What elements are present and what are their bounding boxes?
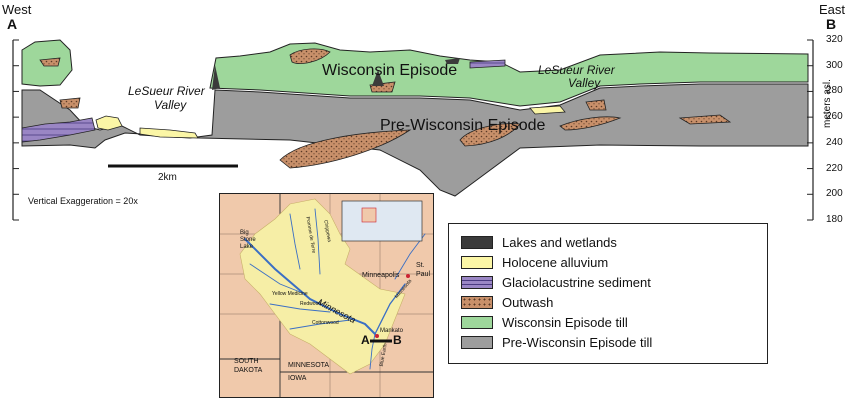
elevation-tick-label: 260 — [826, 111, 843, 123]
wetland-unit — [445, 58, 460, 64]
map-label-minneapolis: Minneapolis — [362, 272, 400, 279]
alluvium-unit — [95, 115, 123, 131]
end-a-label: A — [7, 16, 18, 32]
elevation-tick-label: 280 — [826, 85, 843, 97]
legend-label: Holocene alluvium — [502, 254, 609, 270]
alluvium-unit — [529, 105, 566, 115]
valley-label-1-line2: Valley — [154, 98, 187, 112]
river-basin — [239, 198, 406, 375]
tributary — [369, 333, 376, 370]
elevation-tick-label: 180 — [826, 214, 843, 225]
valley-label-2-line1: LeSueur River — [538, 63, 615, 77]
legend-swatch-outwash — [461, 295, 493, 309]
tributary — [249, 263, 306, 295]
exaggeration-label: Vertical Exaggeration = 20x — [28, 196, 138, 206]
glaciolacustrine-unit — [469, 59, 506, 69]
map-label-trib-3: Redwood — [300, 301, 322, 307]
outwash-lens — [39, 57, 61, 67]
elevation-tick-label: 300 — [826, 59, 843, 71]
wetland-unit — [372, 70, 384, 86]
elevation-tick-label: 320 — [826, 34, 843, 45]
outwash-lens — [678, 114, 732, 125]
wetland-unit — [212, 65, 220, 90]
legend-item: Pre-Wisconsin Episode till — [461, 333, 652, 351]
map-label-big-stone-1: Big — [240, 230, 249, 236]
legend-item: Lakes and wetlands — [461, 233, 617, 251]
locator-inset — [341, 200, 423, 242]
left-axis-ticks — [13, 39, 19, 221]
locator-mn — [361, 207, 377, 223]
legend: Lakes and wetlands Holocene alluvium Gla… — [448, 223, 768, 364]
map-label-st-paul-1: St. — [416, 262, 425, 269]
map-label-big-stone-2: Stone — [240, 237, 256, 243]
legend-item: Holocene alluvium — [461, 253, 608, 271]
mankato-dot — [375, 334, 379, 338]
wisconsin-till-unit-central — [209, 42, 809, 107]
scale-bar-label: 2km — [158, 172, 177, 183]
outwash-lens — [289, 48, 331, 64]
elevation-tick-label: 220 — [826, 162, 843, 174]
legend-swatch-lakes — [461, 235, 493, 249]
outwash-lens — [59, 97, 81, 109]
glaciolacustrine-unit — [21, 117, 96, 143]
pre-wisconsin-till-unit — [21, 83, 809, 197]
wisconsin-label: Wisconsin Episode — [322, 62, 458, 79]
legend-swatch-pre-wisconsin — [461, 335, 493, 349]
outwash-lens — [279, 129, 412, 169]
valley-label-2-line2: Valley — [568, 76, 601, 90]
east-label: East — [819, 2, 846, 17]
location-map-drawing — [220, 194, 433, 397]
legend-label: Outwash — [502, 294, 554, 310]
outwash-lens — [559, 116, 622, 131]
map-label-big-stone-3: Lake — [240, 244, 254, 250]
outwash-lens — [459, 123, 521, 147]
map-label-st-paul-2: Paul — [416, 271, 431, 278]
legend-label: Pre-Wisconsin Episode till — [502, 334, 653, 350]
map-label-mankato: Mankato — [380, 328, 404, 334]
right-axis-ticks — [807, 39, 813, 221]
legend-swatch-wisconsin — [461, 315, 493, 329]
tributary — [289, 213, 301, 270]
west-label: West — [2, 2, 32, 17]
legend-item: Glaciolacustrine sediment — [461, 273, 651, 291]
minnesota-river — [244, 238, 376, 335]
map-label-sd-2: DAKOTA — [234, 367, 263, 374]
elevation-tick-label: 200 — [826, 188, 843, 200]
map-label-ia: IOWA — [288, 375, 307, 382]
map-label-sd-1: SOUTH — [234, 358, 259, 365]
end-b-label: B — [826, 16, 837, 32]
map-label-mn: MINNESOTA — [288, 362, 330, 369]
outwash-lens — [585, 99, 607, 111]
legend-label: Glaciolacustrine sediment — [502, 274, 651, 290]
tributary — [269, 303, 331, 313]
legend-label: Lakes and wetlands — [502, 234, 617, 250]
legend-item: Wisconsin Episode till — [461, 313, 628, 331]
legend-item: Outwash — [461, 293, 553, 311]
map-label-trib-6: Yellow Medicine — [272, 291, 308, 297]
elevation-tick-label: 240 — [826, 136, 843, 148]
location-map: Minneapolis St. Paul Minnesota Mankato A… — [219, 193, 434, 398]
tributary — [289, 319, 351, 330]
pre-wisconsin-label: Pre-Wisconsin Episode — [380, 117, 546, 134]
legend-swatch-glaciolacustrine — [461, 275, 493, 289]
legend-swatch-alluvium — [461, 255, 493, 269]
legend-label: Wisconsin Episode till — [502, 314, 628, 330]
valley-label-1-line1: LeSueur River — [128, 84, 205, 98]
map-label-trib-4: Cottonwood — [312, 320, 339, 326]
minneapolis-dot — [406, 274, 410, 278]
alluvium-unit — [139, 127, 199, 139]
tributary — [314, 208, 321, 275]
unit-label: meters asl. — [822, 79, 833, 128]
tributary — [374, 283, 406, 335]
cross-section-diagram — [12, 39, 814, 221]
map-label-b: B — [393, 333, 402, 347]
map-label-a: A — [361, 333, 370, 347]
